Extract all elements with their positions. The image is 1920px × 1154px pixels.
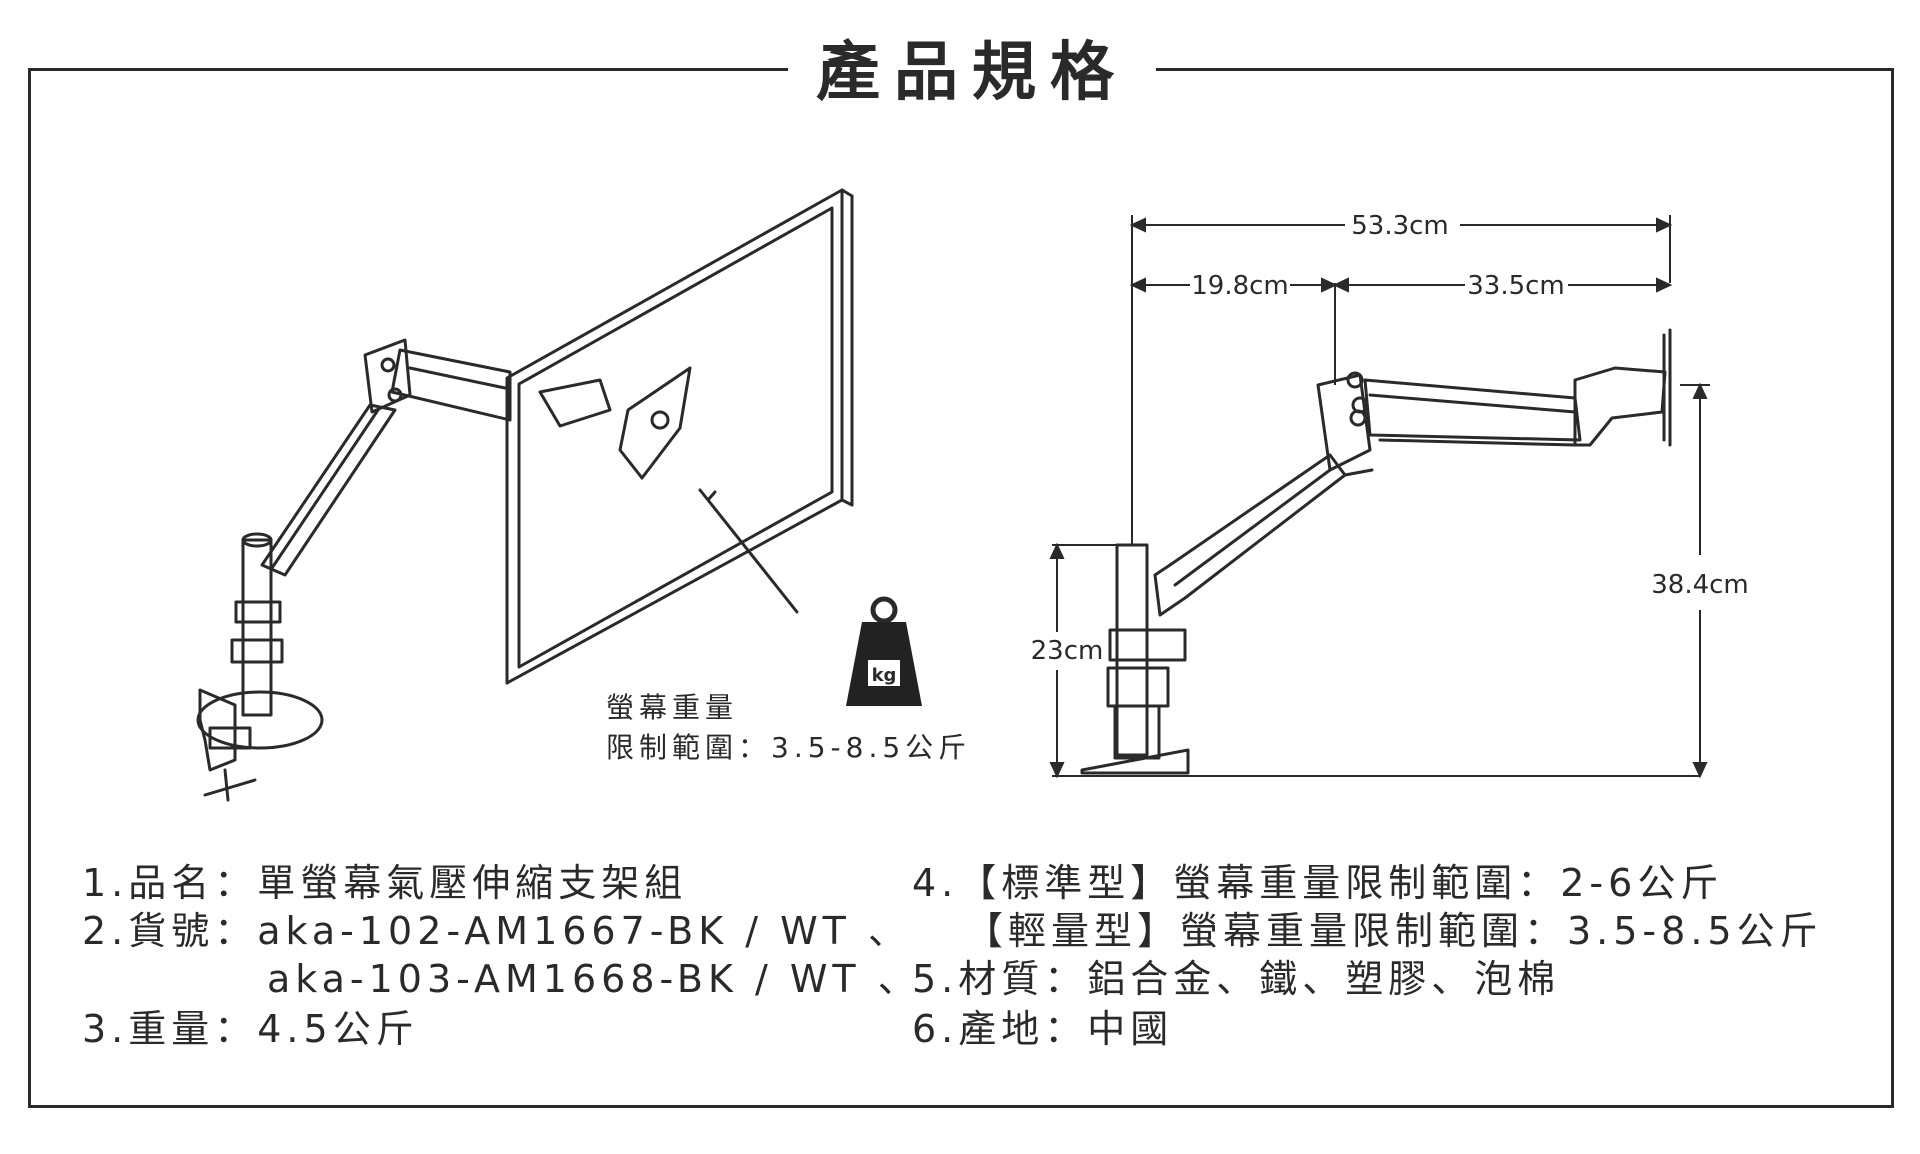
dim-left-width-label: 19.8cm (1191, 271, 1289, 301)
dimension-lines (1049, 215, 1710, 779)
clamp (198, 688, 237, 772)
isometric-monitor-arm-illustration (196, 188, 854, 802)
weight-limit-label-line2: 限制範圍：3.5-8.5公斤 (606, 731, 972, 764)
page-title: 產品規格 (788, 28, 1156, 118)
side-base (1080, 748, 1190, 775)
pole (241, 538, 273, 717)
upper-arm (390, 348, 512, 422)
spec-item-model: 2.貨號：aka-102-AM1667-BK / WT 、 (82, 909, 911, 953)
spec-item-origin: 6.產地：中國 (912, 1007, 1174, 1051)
side-head (1573, 366, 1667, 447)
elbow-joint (363, 338, 412, 414)
dim-pole-height-label: 23cm (1031, 636, 1104, 666)
side-view-arm-illustration (1080, 328, 1672, 775)
lower-arm (260, 403, 397, 577)
monitor-screen (517, 206, 834, 669)
side-elbow (1316, 373, 1372, 472)
base-plate (196, 690, 324, 750)
weight-icon (846, 596, 922, 706)
vesa-plate (618, 366, 692, 480)
spec-item-name: 1.品名：單螢幕氣壓伸縮支架組 (82, 861, 688, 905)
weight-icon-label: kg (872, 665, 897, 686)
spec-item-standard-limit: 4.【標準型】螢幕重量限制範圍：2-6公斤 (912, 861, 1724, 905)
side-upper-arm (1363, 378, 1582, 442)
side-pole (1115, 543, 1149, 757)
spec-item-light-limit: 【輕量型】螢幕重量限制範圍：3.5-8.5公斤 (965, 909, 1823, 953)
spec-item-material: 5.材質：鋁合金、鐵、塑膠、泡棉 (912, 957, 1561, 1001)
spec-item-model-cont: aka-103-AM1668-BK / WT 、 (267, 957, 921, 1001)
dim-total-width-label: 53.3cm (1351, 211, 1449, 241)
weight-limit-label-line1: 螢幕重量 (606, 691, 739, 724)
dim-right-width-label: 33.5cm (1467, 271, 1565, 301)
dim-max-height-label: 38.4cm (1651, 570, 1749, 600)
spec-item-weight: 3.重量：4.5公斤 (82, 1007, 419, 1051)
pointer-arrow (706, 498, 799, 614)
